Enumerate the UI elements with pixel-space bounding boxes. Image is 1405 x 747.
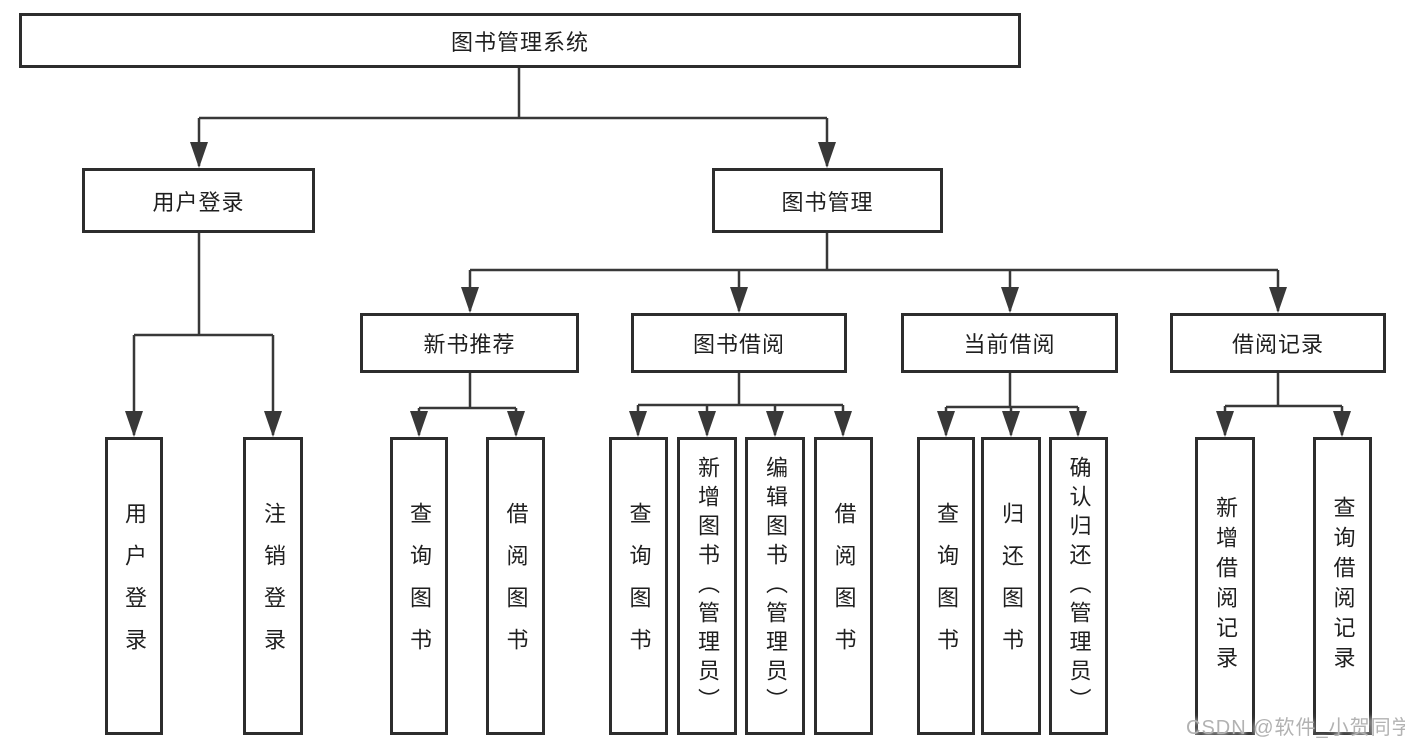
node-user-login: 用户登录 (82, 168, 315, 233)
connector-bookmgmt-to-level3 (468, 233, 1280, 311)
node-leaf-user-login: 用户登录 (105, 437, 163, 735)
arrow-down-icon (125, 411, 143, 437)
node-borrowing-records: 借阅记录 (1170, 313, 1386, 373)
arrow-down-icon (264, 411, 282, 437)
node-leaf-borrow-query-books: 查询图书 (609, 437, 668, 735)
node-library-management-system: 图书管理系统 (19, 13, 1021, 68)
arrow-down-icon (766, 411, 784, 437)
node-leaf-borrow-add-books-admin: 新增图书（管理员） (677, 437, 737, 735)
node-book-borrowing: 图书借阅 (631, 313, 847, 373)
arrow-down-icon (1216, 411, 1234, 437)
leaf-label: 借阅图书 (503, 502, 529, 670)
leaf-label: 查询图书 (626, 502, 652, 670)
arrow-down-icon (1002, 411, 1020, 437)
connector-borrowing-to-leaves (636, 373, 845, 435)
connector-userlogin-to-leaves (132, 233, 275, 435)
node-leaf-current-query-books: 查询图书 (917, 437, 975, 735)
arrow-down-icon (698, 411, 716, 437)
connector-root-to-level2 (197, 68, 829, 166)
node-book-management: 图书管理 (712, 168, 943, 233)
leaf-label: 归还图书 (999, 502, 1024, 670)
leaf-label: 新增图书（管理员） (695, 455, 720, 717)
node-new-book-recommend: 新书推荐 (360, 313, 579, 373)
leaf-label: 用户登录 (122, 502, 147, 670)
leaf-label: 查询借阅记录 (1330, 496, 1356, 676)
node-leaf-recommend-query-books: 查询图书 (390, 437, 448, 735)
node-leaf-borrow-lend-books: 借阅图书 (814, 437, 873, 735)
node-leaf-logout: 注销登录 (243, 437, 303, 735)
arrow-down-icon (410, 411, 428, 437)
leaf-label: 确认归还（管理员） (1066, 455, 1092, 717)
watermark: CSDN @软件_小贺同学 (1186, 717, 1405, 739)
arrow-down-icon (629, 411, 647, 437)
arrow-down-icon (1001, 287, 1019, 313)
node-leaf-borrow-edit-books-admin: 编辑图书（管理员） (745, 437, 805, 735)
leaf-label: 借阅图书 (831, 502, 857, 670)
leaf-label: 注销登录 (261, 502, 286, 670)
leaf-label: 新增借阅记录 (1213, 496, 1238, 676)
connector-records-to-leaves (1223, 373, 1344, 435)
connector-current-to-leaves (944, 373, 1080, 435)
node-leaf-recommend-borrow-books: 借阅图书 (486, 437, 545, 735)
arrow-down-icon (1269, 287, 1287, 313)
leaf-label: 编辑图书（管理员） (763, 455, 788, 717)
node-leaf-records-add-record: 新增借阅记录 (1195, 437, 1255, 735)
node-leaf-records-query-record: 查询借阅记录 (1313, 437, 1372, 735)
connector-recommend-to-leaves (417, 373, 518, 435)
leaf-label: 查询图书 (934, 502, 959, 670)
arrow-down-icon (818, 142, 836, 168)
arrow-down-icon (1333, 411, 1351, 437)
node-leaf-current-confirm-return-admin: 确认归还（管理员） (1049, 437, 1108, 735)
arrow-down-icon (937, 411, 955, 437)
node-leaf-current-return-books: 归还图书 (981, 437, 1041, 735)
arrow-down-icon (461, 287, 479, 313)
leaf-label: 查询图书 (407, 502, 432, 670)
arrow-down-icon (507, 411, 525, 437)
node-current-borrowing: 当前借阅 (901, 313, 1118, 373)
arrow-down-icon (730, 287, 748, 313)
arrow-down-icon (1069, 411, 1087, 437)
arrow-down-icon (834, 411, 852, 437)
arrow-down-icon (190, 142, 208, 168)
